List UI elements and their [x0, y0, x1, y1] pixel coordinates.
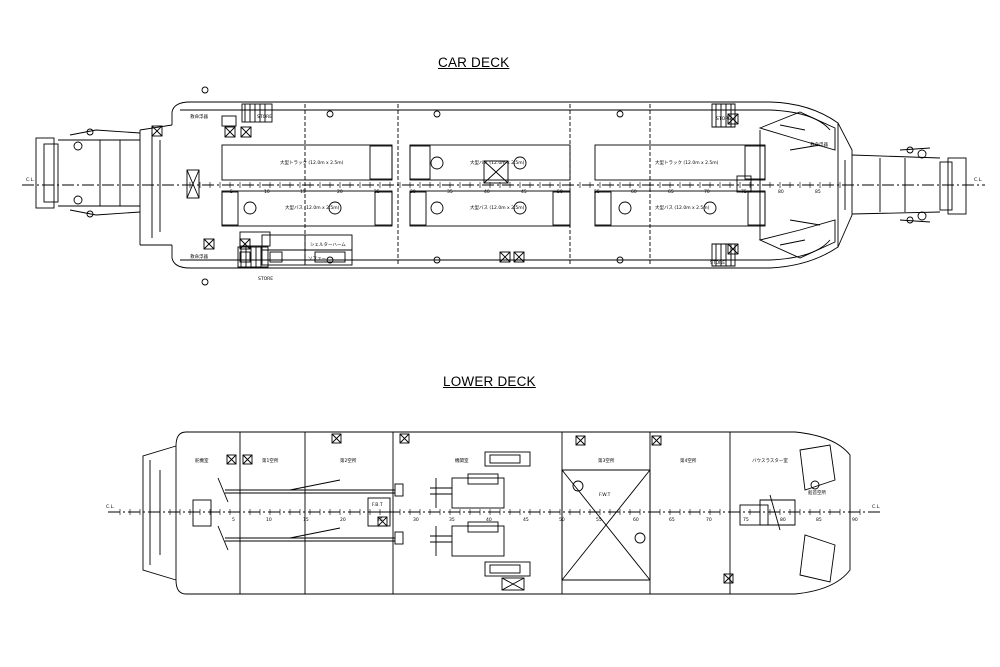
tank-fbt: F.B.T	[372, 502, 383, 508]
lower-frame-10: 10	[266, 517, 272, 523]
room-label-sofa: ソファー	[308, 256, 326, 262]
car-frame-5: 5	[230, 189, 233, 195]
room-engine: 機関室	[455, 457, 469, 464]
car-frame-40: 40	[484, 189, 490, 195]
room-void-3: 第3空所	[598, 457, 615, 464]
car-deck-frame-ticks	[189, 182, 841, 188]
lower-frame-55: 55	[596, 517, 602, 523]
tag-store-1: STORE	[257, 114, 272, 120]
room-void-1: 第1空所	[262, 457, 279, 464]
room-label-shelter: シェルターハーム	[310, 241, 346, 248]
void-space-x	[561, 469, 651, 581]
car-frame-85: 85	[815, 189, 821, 195]
car-frame-55: 55	[594, 189, 600, 195]
car-deck-fixtures	[151, 86, 752, 286]
car-frame-50: 50	[557, 189, 563, 195]
room-void-2: 第2空所	[340, 457, 357, 464]
vehicle-lanes	[221, 144, 766, 227]
main-engines	[430, 451, 531, 591]
lower-frame-80: 80	[780, 517, 786, 523]
lower-frame-40: 40	[486, 517, 492, 523]
lower-cl-label-aft: C.L.	[106, 504, 115, 510]
lower-frame-30: 30	[413, 517, 419, 523]
car-frame-80: 80	[778, 189, 784, 195]
tag-liferaft-1: 救命浮器	[190, 113, 208, 120]
tag-store-4: STORE	[710, 260, 725, 266]
tag-liferaft-3: 救命浮器	[810, 141, 828, 148]
car-frame-70: 70	[704, 189, 710, 195]
tag-store-3: STORE	[716, 116, 731, 122]
lower-deck-hatches	[226, 433, 734, 584]
car-deck-inner-line	[180, 109, 831, 261]
lower-frame-75: 75	[743, 517, 749, 523]
vehicle-label-bus-2: 大型バス (12.0m x 2.5m)	[285, 204, 340, 211]
lower-deck-title: LOWER DECK	[443, 374, 536, 389]
lower-frame-50: 50	[559, 517, 565, 523]
lower-frame-35: 35	[449, 517, 455, 523]
vehicle-label-bus-1: 大型バス (12.0m x 2.5m)	[470, 159, 525, 166]
bow-thruster	[759, 444, 836, 583]
vehicle-label-bus-4: 大型バス (12.0m x 2.5m)	[655, 204, 710, 211]
lower-deck-plan	[108, 431, 880, 595]
room-void-4: 第4空所	[680, 457, 697, 464]
vehicle-label-bus-3: 大型バス (12.0m x 2.5m)	[470, 204, 525, 211]
room-fore-void: 船首空所	[808, 489, 826, 496]
car-cl-label-aft: C.L.	[26, 177, 35, 183]
lower-frame-45: 45	[523, 517, 529, 523]
car-frame-60: 60	[631, 189, 637, 195]
car-frame-10: 10	[264, 189, 270, 195]
vehicle-label-truck-2: 大型トラック (12.0m x 2.5m)	[655, 159, 719, 166]
room-steering-gear: 舵機室	[195, 457, 209, 464]
car-deck-title: CAR DECK	[438, 55, 510, 70]
car-frame-30: 30	[410, 189, 416, 195]
car-frame-75: 75	[741, 189, 747, 195]
lower-deck-frame-ticks	[119, 509, 861, 515]
car-deck-plan	[22, 86, 985, 286]
bow-stairs	[711, 103, 836, 267]
car-frame-65: 65	[668, 189, 674, 195]
lower-frame-5: 5	[232, 517, 235, 523]
car-cl-label-fwd: C.L.	[974, 177, 983, 183]
room-bow-thruster: バウスラスター室	[752, 457, 788, 464]
lower-cl-label-fwd: C.L.	[872, 504, 881, 510]
aft-ramp	[35, 128, 141, 218]
lower-frame-60: 60	[633, 517, 639, 523]
tank-fwt: F.W.T	[599, 492, 611, 498]
lower-frame-25: 25	[377, 517, 383, 523]
bow-ramp	[851, 146, 967, 224]
car-frame-25: 25	[374, 189, 380, 195]
lower-frame-15: 15	[303, 517, 309, 523]
tag-store-2: STORE	[258, 276, 273, 282]
lower-frame-65: 65	[669, 517, 675, 523]
tag-liferaft-2: 救命浮器	[190, 253, 208, 260]
aft-ramp-housing	[139, 124, 173, 246]
aft-rooms	[261, 234, 353, 266]
car-frame-45: 45	[521, 189, 527, 195]
car-frame-15: 15	[300, 189, 306, 195]
lower-frame-85: 85	[816, 517, 822, 523]
aft-stair-port	[221, 103, 273, 127]
lower-deck-hull	[175, 431, 851, 595]
lower-frame-70: 70	[706, 517, 712, 523]
lower-frame-20: 20	[340, 517, 346, 523]
lower-frame-90: 90	[852, 517, 858, 523]
lower-deck-stern	[142, 445, 177, 581]
car-frame-35: 35	[447, 189, 453, 195]
propeller-shafts	[217, 477, 404, 551]
car-frame-20: 20	[337, 189, 343, 195]
vehicle-label-truck-1: 大型トラック (12.0m x 2.5m)	[280, 159, 344, 166]
